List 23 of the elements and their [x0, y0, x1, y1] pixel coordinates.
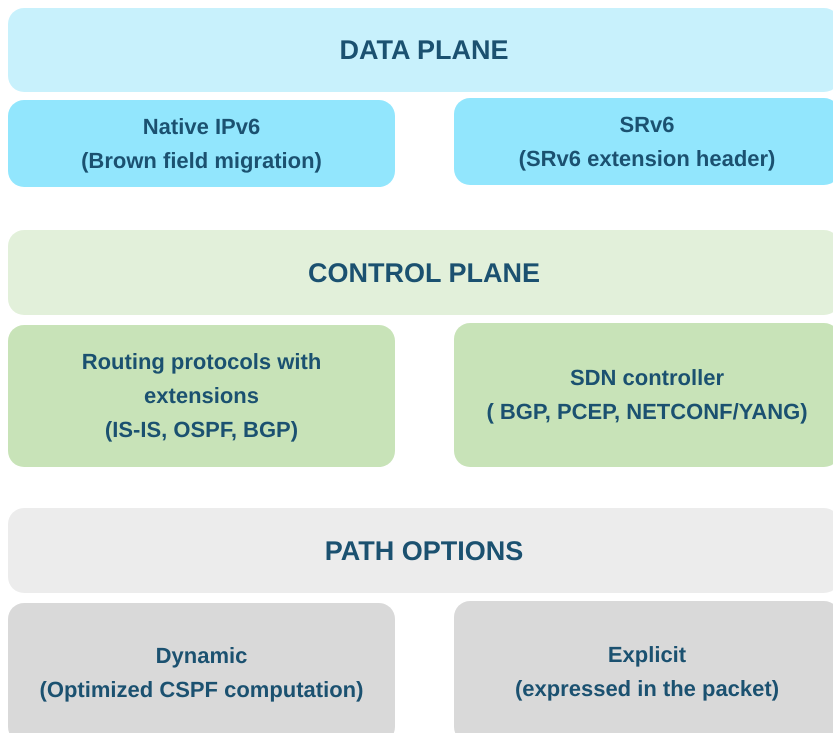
option-title: Explicit	[608, 641, 686, 669]
option-detail: (Optimized CSPF computation)	[40, 676, 364, 704]
layer-title: DATA PLANE	[340, 34, 508, 67]
option-detail: (IS-IS, OSPF, BGP)	[104, 416, 298, 444]
option-title: SRv6	[619, 110, 675, 138]
layer-band	[8, 8, 833, 92]
option-detail: (Brown field migration)	[81, 146, 322, 175]
option-box	[454, 323, 833, 467]
option-detail: (expressed in the packet)	[514, 675, 780, 703]
option-title: Routing protocols with extensions	[80, 348, 322, 410]
option-box	[8, 100, 395, 187]
option-box	[454, 601, 833, 733]
layer-band	[8, 230, 833, 315]
option-title: SDN controller	[570, 364, 724, 392]
option-title: Dynamic	[156, 642, 248, 670]
option-detail: (SRv6 extension header)	[518, 144, 776, 173]
option-box	[8, 603, 395, 733]
option-box	[8, 325, 395, 467]
option-detail: ( BGP, PCEP, NETCONF/YANG)	[486, 398, 808, 426]
layer-title: PATH OPTIONS	[324, 534, 524, 568]
option-box	[454, 98, 833, 185]
layer-title: CONTROL PLANE	[308, 256, 540, 290]
option-title: Native IPv6	[142, 112, 260, 140]
